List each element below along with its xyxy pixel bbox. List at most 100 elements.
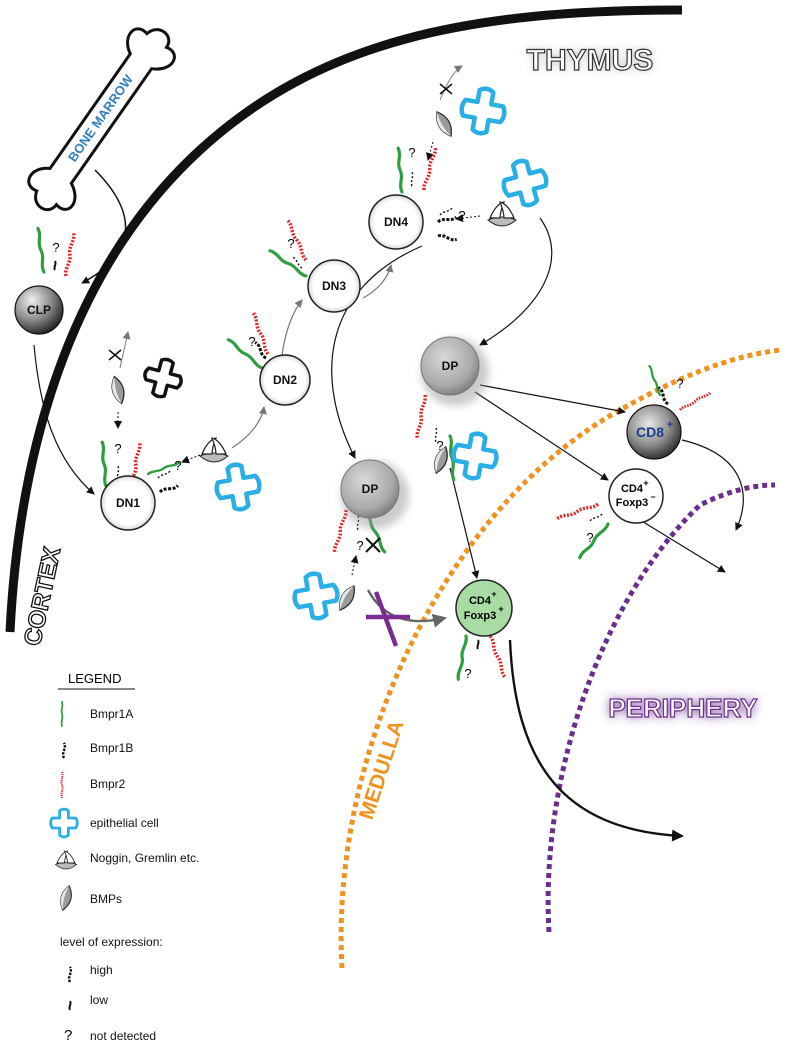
legend: LEGEND Bmpr1A Bmpr1B Bmpr2 epithelial ce… [49, 671, 199, 1044]
svg-text:high: high [90, 963, 113, 977]
dp-top-receptors: ? [414, 393, 457, 482]
svg-text:?: ? [52, 240, 59, 255]
svg-text:DP: DP [442, 359, 459, 373]
clp-receptors: ? [35, 226, 77, 278]
cell-cd4-foxp3-pos: CD4 + Foxp3 + [455, 579, 513, 637]
arrow-clp-to-dn1 [33, 344, 95, 495]
bmp-near-dn4 [431, 108, 457, 140]
epithelial-cell-dn4-top [458, 85, 508, 137]
arrow-bm-to-clp [81, 169, 127, 284]
arrow-dn3-to-dn4 [362, 264, 394, 299]
svg-text:?: ? [408, 145, 415, 160]
legend-level-title: level of expression: [60, 935, 163, 949]
svg-text:Noggin, Gremlin etc.: Noggin, Gremlin etc. [90, 851, 199, 865]
arrow-dp-to-cd8 [479, 384, 626, 415]
svg-text:?: ? [586, 530, 593, 545]
cell-clp: CLP [14, 285, 64, 335]
svg-text:Foxp3: Foxp3 [616, 497, 648, 509]
cell-dn1: DN1 [100, 475, 156, 531]
svg-text:+: + [643, 478, 648, 488]
cell-dn2: DN2 [259, 354, 311, 406]
cell-dp-top: DP [420, 336, 489, 406]
medulla-boundary [338, 347, 781, 969]
svg-text:PERIPHERY: PERIPHERY [608, 693, 757, 723]
svg-text:low: low [90, 993, 108, 1007]
arrow-cd8-to-periphery [681, 439, 744, 531]
legend-epithelial-cell: epithelial cell [49, 807, 159, 839]
cell-dn3: DN3 [307, 259, 361, 313]
dn1-receptors: ? ? [99, 440, 182, 495]
svg-text:DP: DP [362, 482, 379, 496]
svg-text:−: − [650, 492, 655, 502]
legend-bmpr1a: Bmpr1A [60, 700, 133, 727]
dn4-bmp-signal [426, 65, 463, 161]
cortex-label: CORTEX [19, 545, 66, 648]
svg-text:?: ? [436, 438, 443, 453]
arrow-dn1-to-dn2 [231, 406, 267, 449]
svg-text:PERIPHERY: PERIPHERY [608, 693, 757, 723]
dn3-receptors: ? [267, 218, 309, 279]
dn1-bmp-signal [108, 331, 131, 429]
svg-text:CD4: CD4 [469, 595, 492, 607]
thymus-label: THYMUS THYMUS [526, 43, 654, 77]
epithelial-cell-dp-bottom [291, 570, 341, 622]
svg-text:CD4: CD4 [621, 483, 644, 495]
cell-dn4: DN4 [368, 194, 424, 250]
dn2-receptors: ? [226, 310, 271, 371]
noggin-to-dn1-arrow [181, 454, 201, 464]
arrow-dn2-to-dn3 [281, 299, 303, 357]
svg-text:THYMUS: THYMUS [527, 44, 654, 77]
bmp-to-dp-bottom-arrow [350, 555, 359, 576]
cell-dp-bottom: DP [340, 459, 409, 529]
noggin-near-dn1 [199, 437, 229, 463]
noggin-near-dn4 [487, 201, 517, 227]
svg-text:DN1: DN1 [116, 496, 140, 510]
block-x-icon [366, 591, 410, 647]
svg-text:+: + [667, 419, 673, 431]
dn4-receptors: ? ? [395, 145, 466, 242]
svg-text:?: ? [64, 1027, 72, 1044]
arrow-dn4-to-dp-bottom [331, 245, 423, 459]
svg-text:?: ? [248, 334, 255, 349]
arrow-dn4-to-dp-top [479, 217, 553, 346]
periphery-label: PERIPHERY PERIPHERY [608, 692, 758, 723]
cd4-neg-receptors: ? [554, 501, 611, 560]
svg-text:CD8: CD8 [636, 424, 664, 440]
epithelial-cell-dp-top [450, 430, 500, 482]
legend-bmps: BMPs [57, 884, 122, 912]
bone-marrow-label: BONE MARROW [65, 71, 137, 164]
legend-noggin: Noggin, Gremlin etc. [55, 850, 199, 870]
svg-text:Bmpr1A: Bmpr1A [90, 707, 133, 721]
arrow-cd4-pos-to-periphery [508, 639, 684, 842]
svg-text:?: ? [676, 376, 683, 391]
svg-text:BMPs: BMPs [90, 892, 122, 906]
svg-text:?: ? [458, 208, 465, 223]
arrow-dp-to-cd4-pos [449, 467, 480, 579]
legend-low: low [68, 993, 108, 1011]
svg-text:CLP: CLP [27, 303, 51, 317]
svg-text:?: ? [174, 458, 181, 473]
legend-bmpr1b: Bmpr1B [61, 741, 133, 760]
thymus-boundary [5, 5, 683, 633]
svg-text:THYMUS: THYMUS [527, 44, 654, 77]
svg-text:not detected: not detected [90, 1029, 156, 1043]
svg-text:Foxp3: Foxp3 [464, 610, 496, 622]
noggin-to-dn4-arrow [455, 214, 481, 223]
svg-text:DN3: DN3 [322, 279, 346, 293]
svg-text:DN2: DN2 [273, 373, 297, 387]
svg-text:epithelial cell: epithelial cell [90, 816, 159, 830]
dp-bottom-receptors: ? [332, 508, 387, 555]
svg-text:+: + [498, 604, 503, 614]
svg-text:DN4: DN4 [384, 215, 408, 229]
cell-cd4-foxp3-neg: CD4 + Foxp3 − [608, 468, 664, 524]
cell-cd8: CD8 + [626, 404, 682, 460]
svg-text:?: ? [464, 666, 471, 681]
legend-not-detected: ? not detected [64, 1027, 156, 1044]
cd4-pos-receptors: ? [455, 633, 508, 682]
periphery-boundary [545, 482, 776, 933]
legend-bmpr2: Bmpr2 [60, 770, 126, 800]
svg-text:?: ? [287, 236, 294, 251]
svg-text:Bmpr2: Bmpr2 [90, 777, 126, 791]
cd8-receptors: ? [647, 364, 713, 413]
black-cross-dn1 [138, 353, 188, 403]
